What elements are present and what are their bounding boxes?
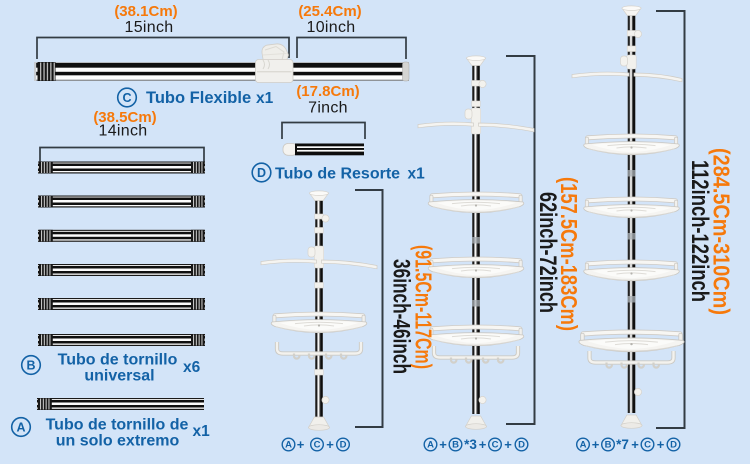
svg-text:+: + [297,437,305,452]
svg-text:x1: x1 [408,166,426,183]
svg-text:Tubo de tornillo: Tubo de tornillo [58,352,178,369]
svg-text:62inch-72inch: 62inch-72inch [534,192,561,313]
svg-text:A: A [580,440,587,451]
svg-text:B: B [26,359,35,373]
svg-text:(38.1Cm): (38.1Cm) [114,3,177,20]
svg-text:A: A [427,440,434,451]
svg-text:112inch-122inch: 112inch-122inch [686,160,713,302]
svg-text:x1: x1 [256,90,274,107]
svg-text:D: D [257,166,266,180]
svg-text:x1: x1 [193,423,211,440]
svg-text:+: + [479,437,487,452]
svg-text:C: C [644,440,651,451]
svg-text:7inch: 7inch [308,100,348,117]
svg-text:B: B [605,440,612,451]
svg-text:C: C [314,440,321,451]
svg-text:*7: *7 [616,437,629,452]
svg-text:un solo extremo: un solo extremo [56,433,180,450]
svg-text:C: C [122,91,131,105]
svg-text:(284.5Cm-310Cm): (284.5Cm-310Cm) [709,148,735,315]
svg-text:+: + [592,437,600,452]
svg-text:10inch: 10inch [307,19,356,36]
svg-text:(38.5Cm): (38.5Cm) [93,109,156,126]
svg-text:+: + [504,437,512,452]
svg-text:(25.4Cm): (25.4Cm) [298,3,361,20]
svg-text:+: + [657,437,665,452]
svg-text:(157.5Cm-183Cm): (157.5Cm-183Cm) [556,177,582,331]
svg-text:D: D [518,440,525,451]
svg-text:C: C [492,440,499,451]
svg-text:+: + [439,437,447,452]
svg-text:+: + [326,437,334,452]
svg-text:+: + [631,437,639,452]
svg-text:D: D [670,440,677,451]
svg-text:Tubo Flexible: Tubo Flexible [146,89,251,107]
svg-text:15inch: 15inch [125,19,174,36]
svg-text:36inch-46inch: 36inch-46inch [387,259,414,374]
svg-text:A: A [285,440,292,451]
svg-text:*3: *3 [464,437,477,452]
svg-text:universal: universal [84,368,154,385]
svg-text:Tubo de tornillo de: Tubo de tornillo de [46,417,189,434]
svg-text:B: B [452,440,459,451]
svg-text:(91.5Cm-117Cm): (91.5Cm-117Cm) [411,245,437,369]
svg-text:D: D [340,440,347,451]
svg-text:x6: x6 [183,359,201,376]
svg-text:Tubo de Resorte: Tubo de Resorte [275,166,400,183]
svg-text:A: A [16,421,25,435]
svg-text:14inch: 14inch [99,123,148,140]
svg-text:(17.8Cm): (17.8Cm) [296,83,359,100]
